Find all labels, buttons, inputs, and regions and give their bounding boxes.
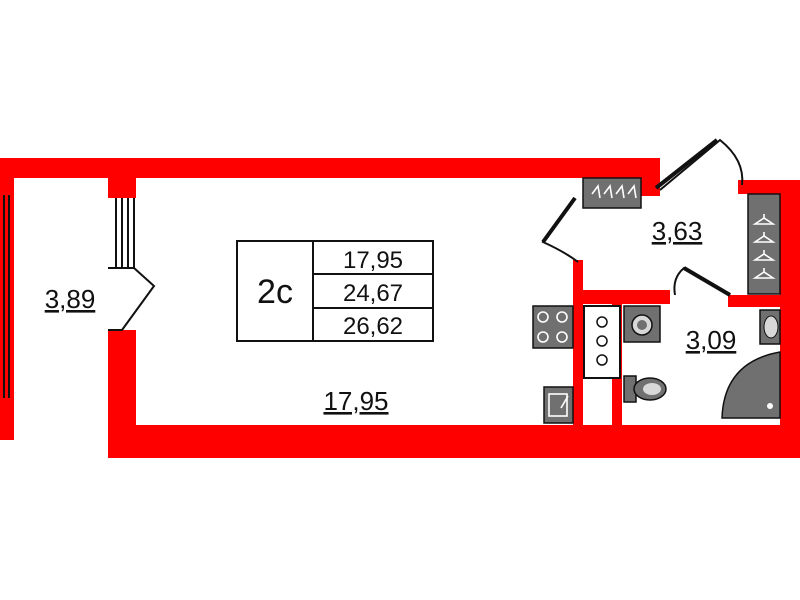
wall-bath-top-right — [728, 295, 788, 307]
hall-area-label: 3,63 — [652, 216, 703, 246]
wall-partition-upper — [108, 158, 136, 198]
window-icon — [3, 195, 10, 398]
summary-total-area: 24,67 — [343, 280, 403, 307]
wall-top — [0, 158, 660, 178]
summary-living-area: 17,95 — [343, 247, 403, 274]
wall-left — [0, 158, 14, 440]
washing-machine-icon — [623, 305, 661, 343]
shower-icon — [721, 351, 781, 419]
wall-kitchen-bath — [573, 260, 583, 435]
door-icon — [654, 138, 744, 191]
wash-basin-icon — [759, 309, 781, 345]
wardrobe-icon — [747, 193, 781, 295]
door-icon — [541, 196, 579, 263]
bathroom-area-label: 3,09 — [686, 325, 737, 355]
wall-right — [780, 180, 800, 458]
summary-total-with-balcony: 26,62 — [343, 313, 403, 340]
main-room-area-label: 17,95 — [323, 386, 388, 416]
summary-table — [236, 240, 434, 342]
stove-icon — [532, 305, 574, 349]
toilet-icon — [623, 375, 667, 403]
wall-partition-lower — [108, 330, 136, 458]
apartment-type-code: 2с — [257, 273, 293, 311]
wall-balcony-bottom — [0, 398, 14, 440]
sink-icon — [543, 386, 574, 424]
shoe-rack-icon — [582, 177, 642, 209]
shaft-block — [583, 305, 621, 379]
balcony-area-label: 3,89 — [45, 284, 96, 314]
wall-bottom — [108, 425, 800, 458]
door-icon — [108, 198, 156, 331]
wall-entrance-top — [640, 158, 660, 196]
wall-bath-top — [573, 290, 670, 304]
door-icon — [673, 266, 732, 297]
